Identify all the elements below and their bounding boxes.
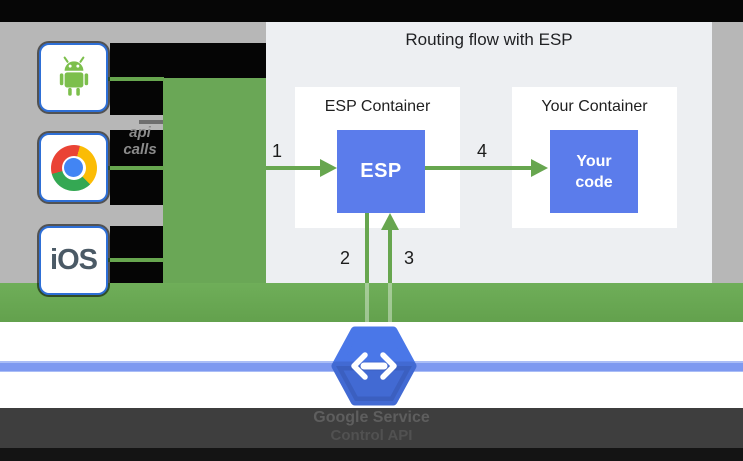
esp-box: ESP bbox=[337, 130, 425, 213]
api-calls-label: api calls bbox=[116, 124, 164, 158]
top-black-bar bbox=[0, 0, 743, 22]
android-connector-line bbox=[104, 77, 164, 81]
green-aggregator-bar bbox=[163, 78, 266, 283]
arrow-2-line-faded bbox=[365, 283, 369, 327]
footer-black-strip bbox=[0, 448, 743, 461]
arrow-1-line bbox=[266, 166, 322, 170]
endpoints-hexagon-code-icon bbox=[331, 324, 417, 408]
footer-caption-line1: Google Service bbox=[313, 409, 430, 426]
esp-container-title: ESP Container bbox=[324, 98, 431, 115]
green-network-band bbox=[0, 283, 743, 322]
black-backdrop bbox=[110, 43, 266, 80]
diagram-title: Routing flow with ESP bbox=[405, 30, 573, 49]
client-box-chrome bbox=[39, 133, 108, 202]
your-code-label: Your code bbox=[575, 152, 613, 191]
arrow-4-line bbox=[425, 166, 532, 170]
arrow-1-head bbox=[320, 159, 337, 177]
step-4-label: 4 bbox=[477, 141, 488, 161]
arrow-3-head bbox=[381, 213, 399, 230]
client-box-ios: iOS bbox=[39, 226, 108, 295]
side-note-dash bbox=[139, 120, 163, 124]
api-calls-line2: calls bbox=[123, 141, 157, 158]
step-1-label: 1 bbox=[272, 141, 283, 161]
ios-connector-line bbox=[104, 258, 164, 262]
chrome-icon bbox=[50, 144, 97, 191]
footer-caption-line2: Control API bbox=[330, 427, 413, 444]
client-box-android bbox=[39, 43, 108, 112]
android-icon bbox=[59, 56, 88, 96]
footer-dark-band bbox=[0, 408, 743, 448]
ios-label: iOS bbox=[50, 244, 98, 276]
your-code-box: Your code bbox=[550, 130, 638, 213]
arrow-4-head bbox=[531, 159, 548, 177]
black-backdrop bbox=[110, 226, 163, 283]
step-2-label: 2 bbox=[340, 248, 351, 268]
right-gray-background bbox=[712, 22, 743, 283]
arrow-3-line bbox=[388, 230, 392, 283]
chrome-connector-line bbox=[104, 166, 164, 170]
black-backdrop bbox=[110, 80, 163, 115]
api-calls-line1: api bbox=[129, 124, 151, 141]
step-3-label: 3 bbox=[404, 248, 415, 268]
your-container-title: Your Container bbox=[541, 98, 648, 115]
arrow-2-line bbox=[365, 213, 369, 283]
arrow-3-line-faded bbox=[388, 283, 392, 322]
